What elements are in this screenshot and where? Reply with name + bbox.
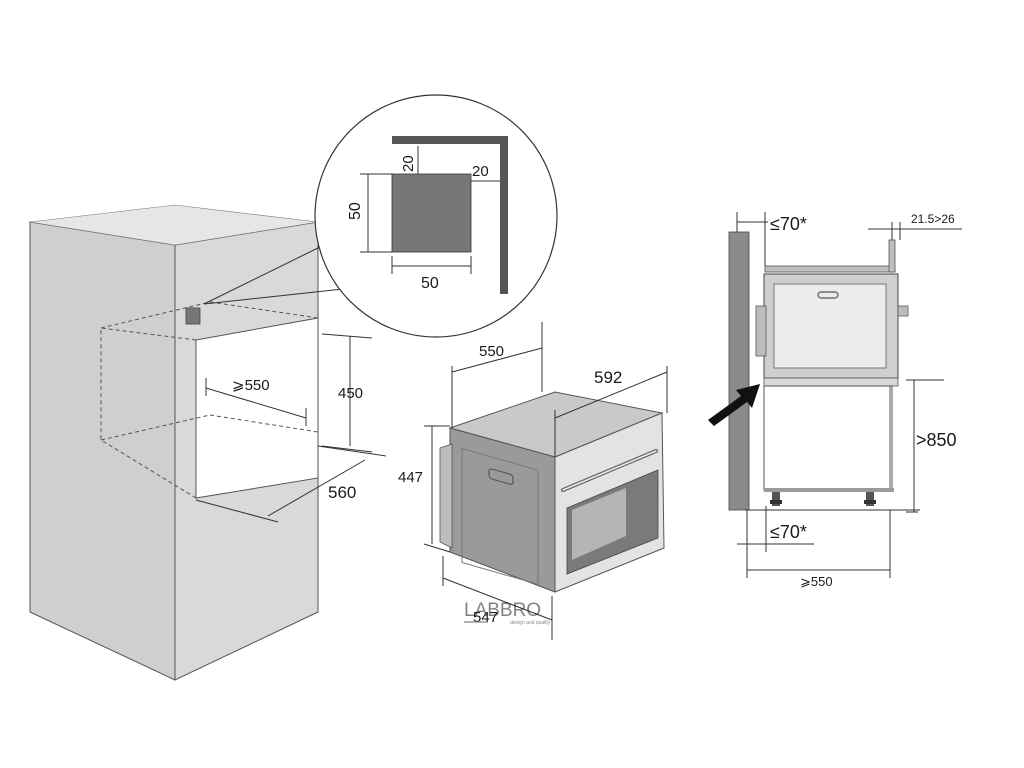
detail-vent-width: 50 <box>421 275 439 292</box>
cabinet-left-face <box>29 221 176 681</box>
base-depth-label: ⩾550 <box>800 574 833 589</box>
cabinet-width-label: 560 <box>328 483 356 502</box>
oven-drawing: 550 592 447 547 <box>398 322 668 640</box>
airflow-arrow <box>708 384 760 426</box>
brand-watermark: LABBRO design and quality <box>464 600 551 626</box>
vent-opening <box>185 307 201 325</box>
detail-offset-top: 20 <box>400 155 417 172</box>
oven-width-label: 592 <box>594 368 622 387</box>
detail-vent-square <box>391 173 472 253</box>
cabinet-drawing: ⩾550 450 560 <box>29 204 387 681</box>
side-view-drawing: ≤70* 21.5>26 >850 ≤70* ⩾550 <box>708 212 962 589</box>
base-cabinet <box>763 385 893 491</box>
cabinet-depth-label: ⩾550 <box>232 377 270 394</box>
wall <box>728 231 750 511</box>
rail-gap-label: 21.5>26 <box>911 212 955 226</box>
detail-vent-height: 50 <box>347 202 364 220</box>
cabinet-niche <box>195 317 319 499</box>
floor-height-label: >850 <box>916 430 957 450</box>
vent-detail: 20 20 50 50 <box>203 94 558 338</box>
cabinet-height-label: 450 <box>338 385 363 402</box>
oven-depth-label: 550 <box>479 343 504 360</box>
watermark-brand: LABBRO <box>464 600 541 621</box>
bottom-gap-label: ≤70* <box>770 522 807 542</box>
oven-side <box>449 427 556 593</box>
top-gap-label: ≤70* <box>770 214 807 234</box>
detail-offset-side: 20 <box>472 163 489 180</box>
oven-height-label: 447 <box>398 469 423 486</box>
watermark-tagline: design and quality <box>510 620 551 626</box>
